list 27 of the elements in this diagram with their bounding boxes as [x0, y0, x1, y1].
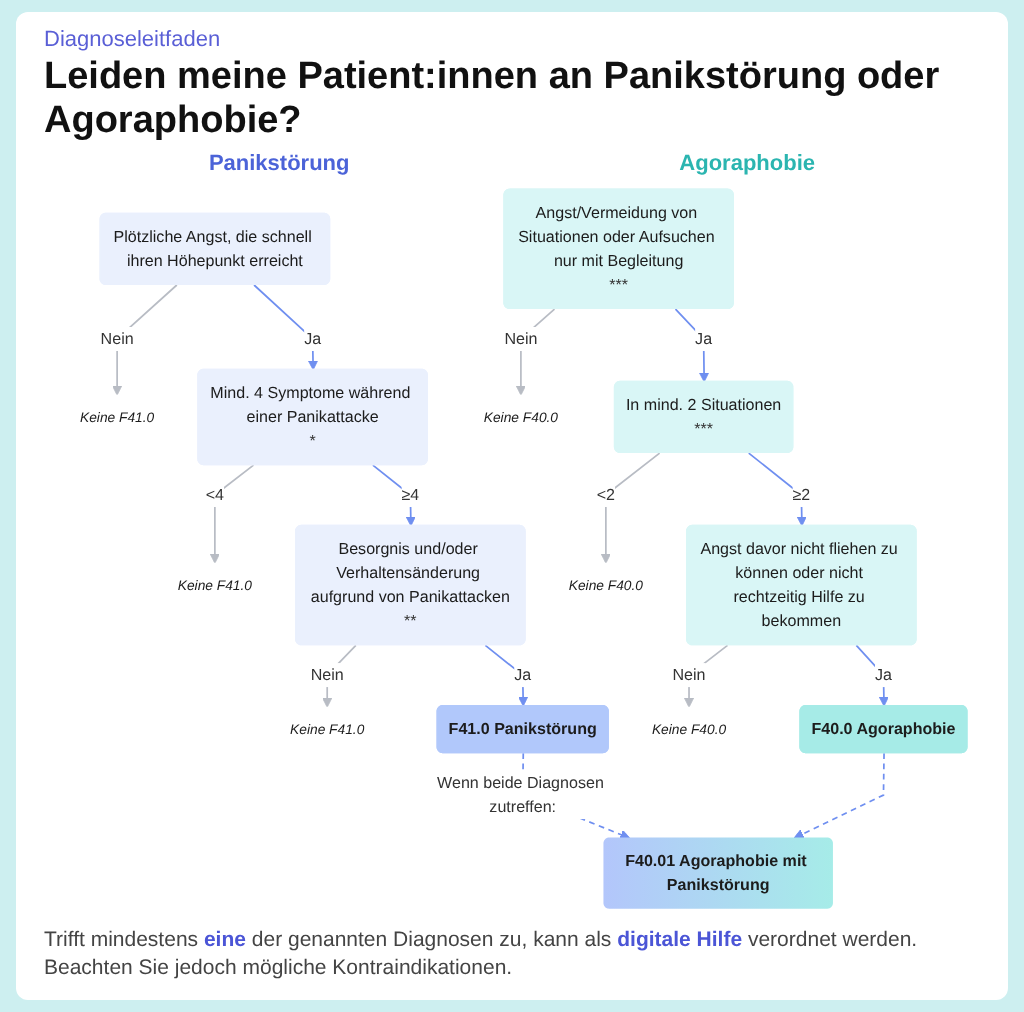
arrow — [253, 283, 319, 370]
arrow — [600, 451, 661, 564]
column-heading: Agoraphobie — [679, 151, 816, 176]
edge-label: Nein — [310, 664, 344, 684]
edge-label: Ja — [874, 664, 892, 684]
arrow — [793, 751, 885, 839]
arrow — [747, 451, 807, 526]
edge-label: Ja — [514, 664, 532, 684]
edge-label: <4 — [205, 484, 225, 503]
edge-label: <2 — [596, 484, 616, 503]
arrow — [515, 307, 556, 395]
column-heading: Panikstörung — [208, 151, 350, 176]
edge-label: Nein — [100, 328, 134, 347]
edge-label: Ja — [304, 328, 322, 347]
node-box: F40.01 Agoraphobie mit Panikstörung — [603, 836, 833, 909]
edge-label: Wenn beide Diagnosen zutreffen: — [437, 772, 604, 816]
arrow — [112, 283, 178, 395]
edge-label: Nein — [672, 664, 706, 684]
arrow — [371, 463, 416, 526]
caption-text: Trifft mindestens eine der genannten Diagnosen zu, kann als digitale Hilfe verordnet werden. Beachten Sie jedoch mögliche Kontraindikationen. — [44, 925, 920, 984]
edge-label: Nein — [504, 328, 538, 347]
edge-label: ≥4 — [401, 484, 420, 503]
arrow — [209, 463, 255, 564]
title: Leiden meine Patient:innen an Panikstörung oder Agoraphobie? — [44, 56, 942, 144]
edge-label: Ja — [695, 328, 713, 347]
kicker-text: Diagnoseleitfaden — [44, 28, 223, 52]
edge-label: ≥2 — [792, 484, 811, 503]
